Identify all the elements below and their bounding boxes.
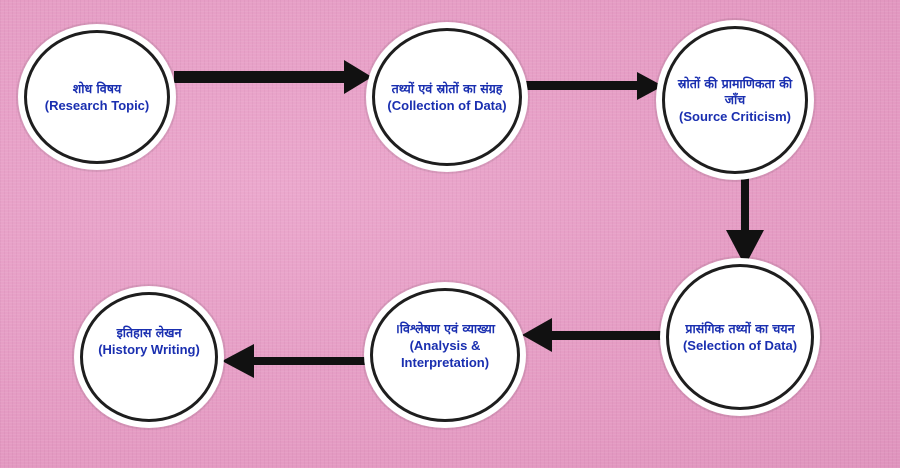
node-label-english: (Analysis & Interpretation) — [400, 338, 490, 370]
node-history-writing: इतिहास लेखन (History Writing) — [80, 292, 218, 422]
node-label-hindi: तथ्यों एवं स्रोतों का संग्रह — [391, 80, 503, 96]
node-analysis-interpretation: ।विश्लेषण एवं व्याख्या (Analysis & Inter… — [370, 288, 520, 422]
node-label-hindi: शोध विषय — [72, 80, 122, 96]
arrow-selection-to-analysis — [522, 318, 666, 352]
arrow-criticism-to-selection — [726, 176, 764, 266]
node-label-english: (Selection of Data) — [682, 337, 798, 353]
node-label-hindi: स्रोतों की प्रामाणिकता की जाँच — [677, 75, 793, 107]
node-research-topic: शोध विषय (Research Topic) — [24, 30, 170, 164]
arrow-analysis-to-history — [222, 344, 370, 378]
node-label-english: (History Writing) — [98, 342, 200, 357]
node-label-english: (Collection of Data) — [387, 97, 507, 113]
node-source-criticism: स्रोतों की प्रामाणिकता की जाँच (Source C… — [662, 26, 808, 174]
node-collection-of-data: तथ्यों एवं स्रोतों का संग्रह (Collection… — [372, 28, 522, 166]
node-label-hindi: प्रासंगिक तथ्यों का चयन — [685, 320, 795, 336]
arrow-collection-to-criticism — [523, 72, 663, 100]
node-label-hindi: इतिहास लेखन — [116, 325, 182, 340]
node-selection-of-data: प्रासंगिक तथ्यों का चयन (Selection of Da… — [666, 264, 814, 410]
node-label-english: (Source Criticism) — [679, 108, 791, 124]
node-label-english: (Research Topic) — [44, 97, 150, 113]
arrow-research-to-collection — [174, 60, 372, 94]
node-label-hindi: ।विश्लेषण एवं व्याख्या — [395, 321, 495, 336]
